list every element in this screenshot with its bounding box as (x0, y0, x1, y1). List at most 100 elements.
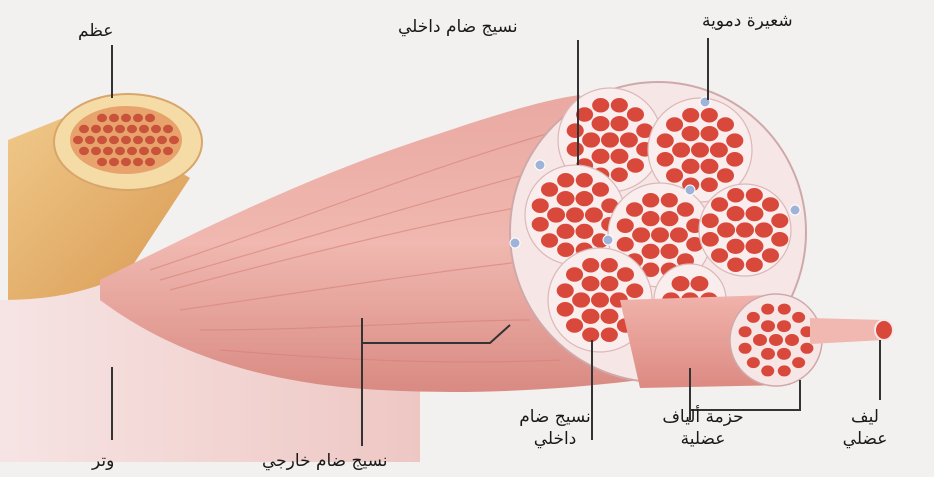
muscle-fiber-cell (700, 126, 718, 141)
label-tendon: وتر (92, 450, 114, 472)
muscle-fiber-cell (753, 334, 767, 346)
label-fiber-line1: ليف (830, 406, 900, 428)
muscle-fiber-cell (532, 198, 549, 213)
muscle-fiber-cell (682, 108, 699, 123)
muscle-fiber-cell (785, 334, 799, 346)
bone-cell (115, 125, 125, 134)
bone-cell (151, 147, 161, 156)
bone-cell (121, 158, 131, 167)
bone-cell (133, 136, 143, 145)
muscle-fiber-cell (566, 318, 583, 333)
muscle-fiber-cell (739, 343, 752, 354)
muscle-fiber-cell (532, 217, 549, 232)
bone-cell (97, 136, 107, 145)
muscle-fiber-cell (711, 197, 728, 212)
muscle-fiber-cell (739, 326, 752, 337)
bone-cell (145, 136, 155, 145)
muscle-fiber-cell (672, 142, 690, 157)
muscle-fiber-cell (632, 227, 650, 242)
bone-cell (163, 125, 173, 134)
bone-cell (109, 114, 119, 123)
bone-cell (109, 158, 119, 167)
bone-cell (151, 125, 161, 134)
muscle-fiber-cell (592, 116, 610, 131)
bone-cell (79, 125, 89, 134)
bone-cell (169, 136, 179, 145)
muscle-fiber-cell (642, 244, 660, 259)
muscle-fiber-cell (575, 191, 593, 206)
muscle-fiber-cell (557, 191, 575, 206)
muscle-fiber-cell (727, 258, 744, 273)
muscle-fiber-cell (557, 302, 574, 317)
muscle-fiber-cell (557, 173, 574, 188)
muscle-fiber-cell (541, 182, 558, 197)
muscle-fiber-cell (682, 159, 700, 174)
bone-cell (121, 114, 131, 123)
muscle-fiber-cell (736, 222, 754, 237)
bone-cell (127, 125, 137, 134)
label-epimysium: نسيج ضام خارجي (262, 450, 388, 472)
capillary-dot (685, 185, 695, 195)
muscle-fiber-cell (670, 227, 688, 242)
label-bone: عظم (78, 20, 113, 42)
bone-cell (145, 114, 155, 123)
muscle-fiber-cell (711, 248, 728, 263)
muscle-fiber-cell (627, 107, 644, 122)
bone-cell (133, 114, 143, 123)
label-endomysium-bottom-line1: نسيج ضام (500, 406, 610, 428)
muscle-fiber-cell (769, 334, 783, 346)
muscle-fiber-cell (566, 207, 584, 222)
fiber-end (875, 320, 893, 340)
bone-cell (103, 125, 113, 134)
muscle-fiber-cell (672, 276, 690, 291)
muscle-fiber-cell (582, 309, 600, 324)
bone-cell (91, 125, 101, 134)
muscle-fiber-cell (771, 213, 788, 228)
label-fascicle-line2: عضلية (638, 428, 768, 450)
muscle-fiber-cell (547, 207, 565, 222)
muscle-fiber-cell (727, 188, 744, 203)
muscle-fiber-cell (617, 237, 634, 252)
capillary-dot (510, 238, 520, 248)
muscle-fiber-cell (762, 197, 779, 212)
muscle-fiber-cell (747, 357, 760, 368)
muscle-fiber-cell (601, 258, 618, 273)
muscle-fiber-cell (601, 132, 619, 147)
label-endomysium-top: نسيج ضام داخلي (398, 16, 518, 38)
muscle-fiber-cell (666, 117, 683, 132)
muscle-fiber-cell (567, 123, 584, 138)
label-fiber-line2: عضلي (830, 428, 900, 450)
bone-cell (91, 147, 101, 156)
muscle-fiber-cell (600, 276, 618, 291)
muscle-fiber-cell (651, 227, 669, 242)
muscle-fiber-cell (541, 233, 558, 248)
muscle-fiber-cell (792, 357, 805, 368)
muscle-fiber-cell (572, 292, 590, 307)
muscle-fiber-cell (557, 224, 575, 239)
muscle-fiber-cell (582, 258, 599, 273)
muscle-fiber-cell (777, 320, 791, 332)
muscle-fiber-cell (778, 304, 791, 315)
muscle-fiber-cell (600, 309, 618, 324)
muscle-fiber-cell (682, 126, 700, 141)
bone-cell (157, 136, 167, 145)
muscle-fiber-cell (620, 132, 638, 147)
capillary-dot (535, 160, 545, 170)
muscle-fiber-cell (661, 193, 678, 208)
muscle-fiber-cell (777, 348, 791, 360)
bone-cell (145, 158, 155, 167)
capillary-dot (790, 205, 800, 215)
muscle-fiber-cell (592, 149, 610, 164)
muscle-fiber-cell (576, 173, 593, 188)
muscle-fiber-cell (660, 211, 678, 226)
muscle-fiber-cell (746, 188, 763, 203)
bone-cell (127, 147, 137, 156)
muscle-fiber-cell (566, 267, 583, 282)
muscle-fiber-cell (761, 320, 775, 332)
muscle-fiber-cell (677, 202, 694, 217)
muscle-fiber-cell (761, 304, 774, 315)
muscle-fiber-cell (582, 276, 600, 291)
muscle-fiber-cell (727, 239, 745, 254)
